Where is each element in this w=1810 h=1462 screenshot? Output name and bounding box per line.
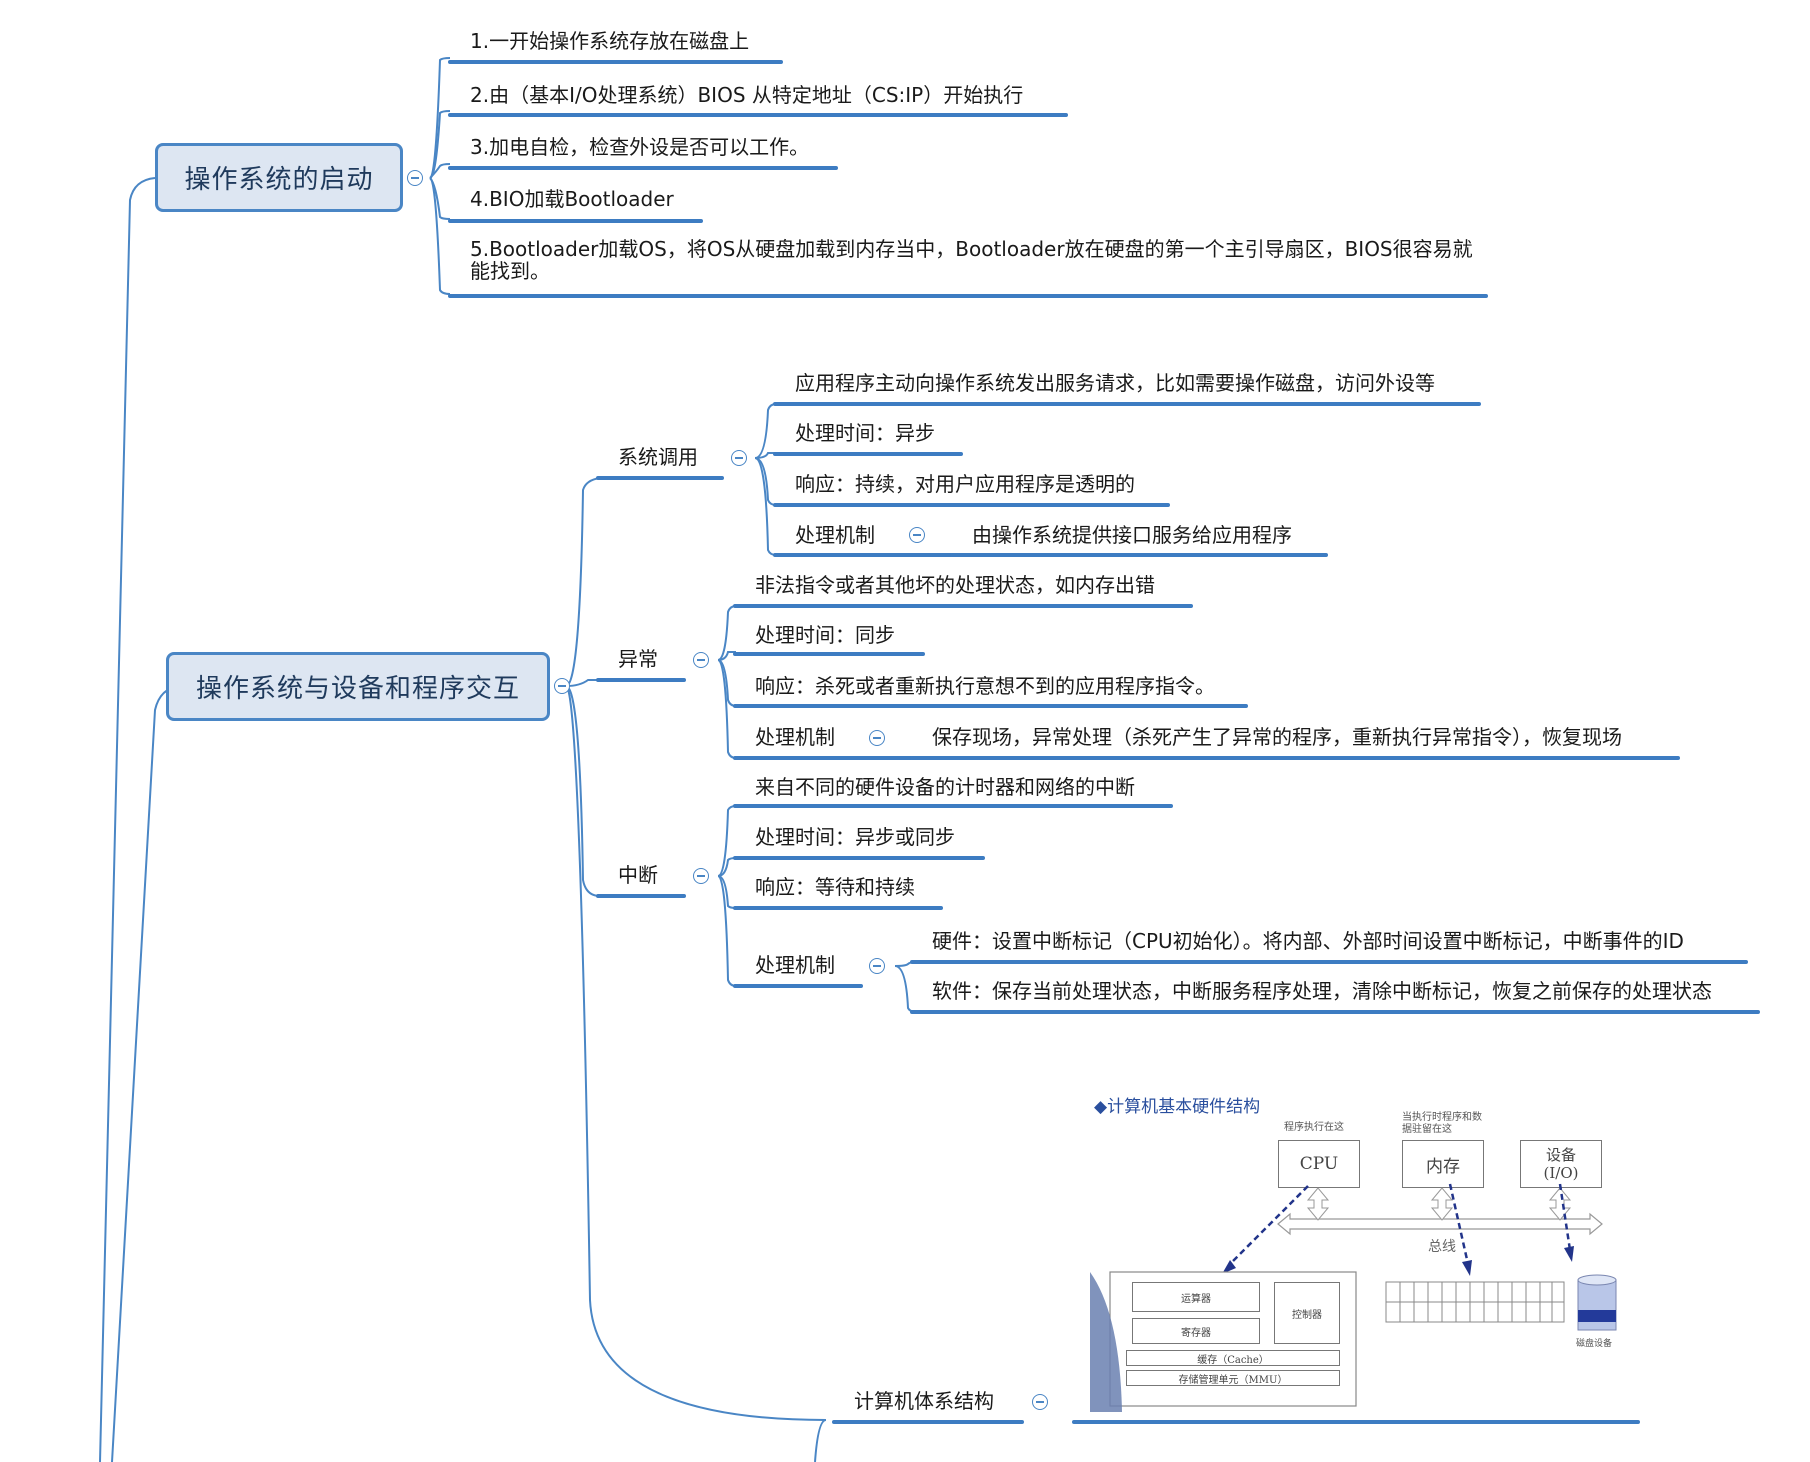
device-box: 设备 (I/O) (1520, 1140, 1602, 1188)
exception-mechanism-value: 保存现场，异常处理（杀死产生了异常的程序，重新执行异常指令），恢复现场 (932, 725, 1622, 749)
interrupt-mechanism-sw-underline (910, 1010, 1760, 1014)
boot-item-1: 1.一开始操作系统存放在磁盘上 (470, 29, 750, 53)
memory-box: 内存 (1402, 1140, 1484, 1188)
syscall-item-1-underline (773, 402, 1481, 406)
boot-item-1-underline (448, 60, 783, 64)
cache-label: 缓存（Cache） (1197, 1354, 1269, 1366)
syscall-item-3-underline (773, 503, 1170, 507)
interrupt-item-3: 响应：等待和持续 (755, 875, 915, 899)
collapse-toggle-syscall[interactable] (731, 450, 747, 466)
interrupt-mechanism-sw: 软件：保存当前处理状态，中断服务程序处理，清除中断标记，恢复之前保存的处理状态 (932, 979, 1712, 1003)
branch-exception-label[interactable]: 异常 (618, 647, 658, 671)
collapse-toggle-interact[interactable] (554, 678, 570, 694)
root-node-interact[interactable]: 操作系统与设备和程序交互 (166, 652, 550, 721)
boot-item-5-underline (448, 294, 1488, 298)
exception-mechanism-value-underline (910, 756, 1680, 760)
exception-item-3-underline (733, 704, 1248, 708)
exception-mechanism-label: 处理机制 (755, 725, 835, 749)
memory-note: 当执行时程序和数据驻留在这 (1402, 1112, 1482, 1135)
branch-arch-underline (832, 1420, 1024, 1424)
interrupt-mechanism-hw: 硬件：设置中断标记（CPU初始化）。将内部、外部时间设置中断标记，中断事件的ID (932, 929, 1684, 953)
syscall-item-1: 应用程序主动向操作系统发出服务请求，比如需要操作磁盘，访问外设等 (795, 371, 1435, 395)
cpu-box: CPU (1278, 1140, 1360, 1188)
cache-box: 缓存（Cache） (1126, 1350, 1340, 1366)
cpu-box-label: CPU (1299, 1154, 1339, 1174)
collapse-toggle-arch[interactable] (1032, 1394, 1048, 1410)
root-node-boot-label: 操作系统的启动 (184, 164, 374, 194)
boot-item-5: 5.Bootloader加载OS，将OS从硬盘加载到内存当中，Bootloade… (470, 237, 1473, 283)
exception-item-1-underline (733, 604, 1193, 608)
boot-item-2-underline (448, 113, 1068, 117)
memory-box-label: 内存 (1426, 1156, 1460, 1177)
root-node-boot[interactable]: 操作系统的启动 (155, 143, 403, 212)
interrupt-item-3-underline (733, 906, 943, 910)
branch-syscall-label[interactable]: 系统调用 (618, 445, 698, 469)
registers-label: 寄存器 (1181, 1327, 1211, 1339)
arch-figure-underline (1072, 1420, 1640, 1424)
syscall-mechanism-underline (773, 553, 953, 557)
mmu-label: 存储管理单元（MMU） (1178, 1374, 1288, 1386)
exception-item-2: 处理时间：同步 (755, 623, 895, 647)
alu-box: 运算器 (1132, 1282, 1260, 1312)
branch-interrupt-label[interactable]: 中断 (618, 863, 658, 887)
interrupt-item-1-underline (733, 804, 1173, 808)
boot-item-4: 4.BIO加载Bootloader (470, 187, 674, 211)
boot-item-3: 3.加电自检，检查外设是否可以工作。 (470, 135, 810, 159)
interrupt-mechanism-underline (733, 984, 863, 988)
root-node-interact-label: 操作系统与设备和程序交互 (195, 673, 520, 703)
hardware-structure-figure: ◆计算机基本硬件结构 程序执行在这 当执行时程序和数据驻留在这 CPU 内存 设… (1090, 1084, 1620, 1412)
exception-mechanism-underline (733, 756, 913, 760)
interrupt-item-1: 来自不同的硬件设备的计时器和网络的中断 (755, 775, 1135, 799)
interrupt-item-2: 处理时间：异步或同步 (755, 825, 955, 849)
registers-box: 寄存器 (1132, 1318, 1260, 1344)
collapse-toggle-boot[interactable] (407, 170, 423, 186)
collapse-toggle-interrupt[interactable] (693, 868, 709, 884)
control-box: 控制器 (1274, 1282, 1340, 1344)
syscall-mechanism-value-underline (950, 553, 1328, 557)
exception-item-3: 响应：杀死或者重新执行意想不到的应用程序指令。 (755, 674, 1215, 698)
boot-item-2: 2.由（基本I/O处理系统）BIOS 从特定地址（CS:IP）开始执行 (470, 83, 1024, 107)
syscall-item-2: 处理时间：异步 (795, 421, 935, 445)
cpu-note: 程序执行在这 (1284, 1122, 1344, 1133)
collapse-toggle-exception-mechanism[interactable] (869, 730, 885, 746)
syscall-item-3: 响应：持续，对用户应用程序是透明的 (795, 472, 1135, 496)
collapse-toggle-interrupt-mechanism[interactable] (869, 958, 885, 974)
disk-label: 磁盘设备 (1576, 1339, 1613, 1349)
control-label: 控制器 (1292, 1309, 1322, 1321)
interrupt-mechanism-label: 处理机制 (755, 953, 835, 977)
branch-syscall-underline (596, 476, 724, 480)
syscall-mechanism-label: 处理机制 (795, 523, 875, 547)
mmu-box: 存储管理单元（MMU） (1126, 1370, 1340, 1386)
device-box-label: 设备 (I/O) (1543, 1146, 1579, 1182)
collapse-toggle-exception[interactable] (693, 652, 709, 668)
alu-label: 运算器 (1181, 1293, 1211, 1305)
interrupt-item-2-underline (733, 856, 985, 860)
branch-interrupt-underline (596, 894, 686, 898)
syscall-item-2-underline (773, 452, 963, 456)
interrupt-mechanism-hw-underline (910, 960, 1748, 964)
bus-label: 总线 (1428, 1239, 1456, 1255)
collapse-toggle-syscall-mechanism[interactable] (909, 527, 925, 543)
boot-item-3-underline (448, 166, 838, 170)
figure-title: ◆计算机基本硬件结构 (1094, 1097, 1261, 1117)
boot-item-4-underline (448, 219, 703, 223)
exception-item-1: 非法指令或者其他坏的处理状态，如内存出错 (755, 573, 1155, 597)
exception-item-2-underline (733, 652, 925, 656)
branch-arch-label[interactable]: 计算机体系结构 (854, 1389, 994, 1413)
branch-exception-underline (596, 678, 686, 682)
syscall-mechanism-value: 由操作系统提供接口服务给应用程序 (972, 523, 1292, 547)
